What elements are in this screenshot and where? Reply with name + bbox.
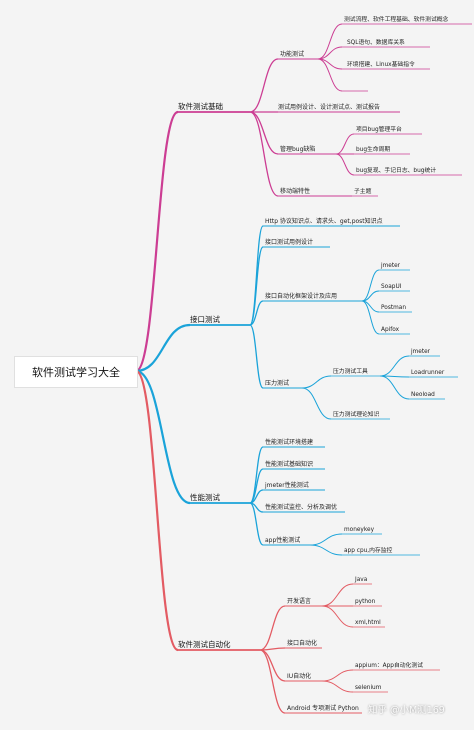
node-xml-html[interactable]: xml,html: [355, 620, 381, 626]
root-connector: [135, 323, 191, 373]
root-connector: [135, 110, 179, 373]
node-loadrunner[interactable]: Loadrunner: [411, 370, 445, 376]
connector-line: [361, 269, 380, 302]
connector-line: [335, 133, 355, 155]
connector-line: [249, 324, 264, 389]
connector-line: [249, 111, 279, 155]
connector-line: [321, 605, 354, 628]
node-perf-basics[interactable]: 性能测试基础知识: [265, 461, 314, 468]
connector-line: [321, 680, 354, 693]
node-test-process[interactable]: 测试流程、软件工程基础、软件测试概念: [344, 17, 449, 23]
node-jmeter[interactable]: jmeter: [381, 263, 401, 269]
node-selenium[interactable]: selenium: [355, 685, 382, 691]
node-api-testing[interactable]: 接口测试: [190, 315, 220, 324]
connector-line: [379, 375, 410, 400]
node-dev-language[interactable]: 开发语言: [287, 598, 312, 605]
node-app-cpu-memory[interactable]: app cpu,内存监控: [344, 548, 393, 554]
node-http-protocol[interactable]: Http 协议知识点、请求头、get,post知识点: [265, 218, 383, 225]
node-stress-theory[interactable]: 压力测试理论知识: [333, 412, 380, 418]
node-monkey[interactable]: moneykey: [344, 527, 375, 533]
watermark: 知乎 @小M测169: [368, 705, 445, 716]
node-perf-env[interactable]: 性能测试环境搭建: [265, 439, 314, 446]
node-android-special[interactable]: Android 专项测试 Python: [287, 705, 359, 712]
connector-line: [249, 502, 264, 546]
node-sql[interactable]: SQL语句、数据库关系: [347, 40, 405, 46]
connector-line: [249, 58, 279, 113]
connector-line: [259, 605, 286, 651]
node-neoload[interactable]: Neoload: [411, 392, 435, 398]
node-stress-testing[interactable]: 压力测试: [265, 380, 290, 387]
connector-line: [335, 153, 355, 176]
node-jmeter-perf[interactable]: jmeter性能测试: [265, 482, 309, 489]
root-connector: [135, 369, 191, 505]
node-appium[interactable]: appium：App自动化测试: [355, 663, 423, 669]
node-api-automation-framework[interactable]: 接口自动化框架设计及应用: [265, 293, 338, 300]
node-bug-lifecycle[interactable]: bug生命周期: [356, 147, 391, 153]
node-bug-management[interactable]: 管理bug缺陷: [280, 146, 316, 153]
connector-line: [249, 246, 264, 326]
root-connector: [135, 369, 179, 652]
node-python[interactable]: python: [355, 599, 376, 605]
connector-line: [309, 533, 343, 546]
connector-line: [259, 649, 286, 714]
node-test-case-design[interactable]: 测试用例设计、设计测试点、测试报告: [278, 104, 381, 111]
connector-line: [317, 46, 343, 60]
node-ui-automation[interactable]: IU自动化: [287, 673, 312, 680]
node-api-automation[interactable]: 接口自动化: [287, 640, 318, 647]
node-stress-tools[interactable]: 压力测试工具: [333, 369, 368, 375]
connector-line: [361, 290, 380, 302]
node-perf-monitoring[interactable]: 性能测试监控、分析及调优: [265, 504, 338, 511]
node-bug-reproduce[interactable]: bug复现、手记日志、bug统计: [356, 168, 437, 174]
node-test-automation[interactable]: 软件测试自动化: [178, 640, 231, 649]
connector-line: [379, 355, 410, 377]
node-stress-jmeter[interactable]: jmeter: [411, 349, 431, 355]
node-env-linux[interactable]: 环境搭建、Linux基础指令: [347, 62, 415, 68]
connector-line: [317, 58, 343, 92]
connector-line: [321, 669, 354, 682]
node-app-perf[interactable]: app性能测试: [265, 537, 301, 544]
node-software-testing-basics[interactable]: 软件测试基础: [178, 102, 223, 111]
connector-line: [249, 446, 264, 504]
node-functional-testing[interactable]: 功能测试: [280, 51, 305, 58]
connector-line: [249, 111, 279, 197]
connector-line: [321, 583, 354, 607]
node-mobile-features[interactable]: 移动端特性: [280, 188, 311, 195]
connector-line: [301, 375, 332, 389]
node-subtopic[interactable]: 子主题: [354, 189, 372, 195]
node-apifox[interactable]: Apifox: [381, 327, 400, 333]
node-postman[interactable]: Postman: [381, 305, 407, 311]
node-bug-platform[interactable]: 项目bug管理平台: [356, 127, 402, 133]
connector-line: [317, 23, 343, 60]
root-node[interactable]: 软件测试学习大全: [14, 356, 138, 388]
connector-line: [361, 300, 380, 335]
root-label: 软件测试学习大全: [32, 366, 120, 379]
node-java[interactable]: Java: [355, 577, 368, 583]
node-api-case-design[interactable]: 接口测试用例设计: [265, 239, 314, 246]
connector-line: [309, 544, 343, 556]
node-soapui[interactable]: SoapUI: [381, 284, 402, 290]
connector-line: [259, 649, 286, 682]
node-performance-testing[interactable]: 性能测试: [190, 493, 220, 502]
connector-line: [249, 225, 264, 326]
connector-line: [249, 300, 264, 326]
connector-line: [301, 387, 332, 420]
